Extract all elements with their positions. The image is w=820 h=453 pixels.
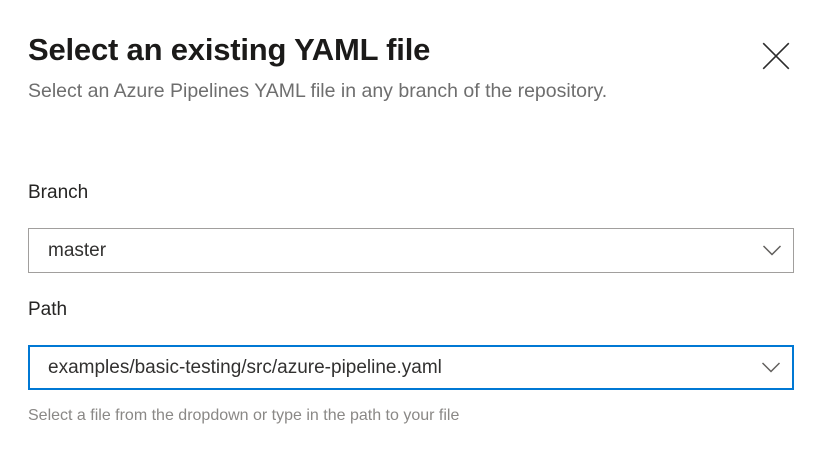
chevron-down-icon [763,244,781,257]
path-field-group: Path [28,297,794,390]
close-button[interactable] [754,34,798,78]
branch-dropdown-button[interactable] [751,229,793,272]
chevron-down-icon [762,361,780,374]
dialog-title: Select an existing YAML file [28,32,431,67]
close-icon [762,42,790,70]
path-label: Path [28,299,68,320]
branch-field-group: Branch [28,180,794,273]
branch-input[interactable] [29,237,751,264]
branch-combobox[interactable] [28,228,794,273]
path-combobox[interactable] [28,345,794,390]
path-dropdown-button[interactable] [750,347,792,388]
path-input[interactable] [30,354,750,381]
dialog-subtitle: Select an Azure Pipelines YAML file in a… [28,80,608,102]
path-helper-text: Select a file from the dropdown or type … [28,407,460,424]
dialog-header: Select an existing YAML file Select an A… [28,30,728,107]
branch-label: Branch [28,182,89,203]
